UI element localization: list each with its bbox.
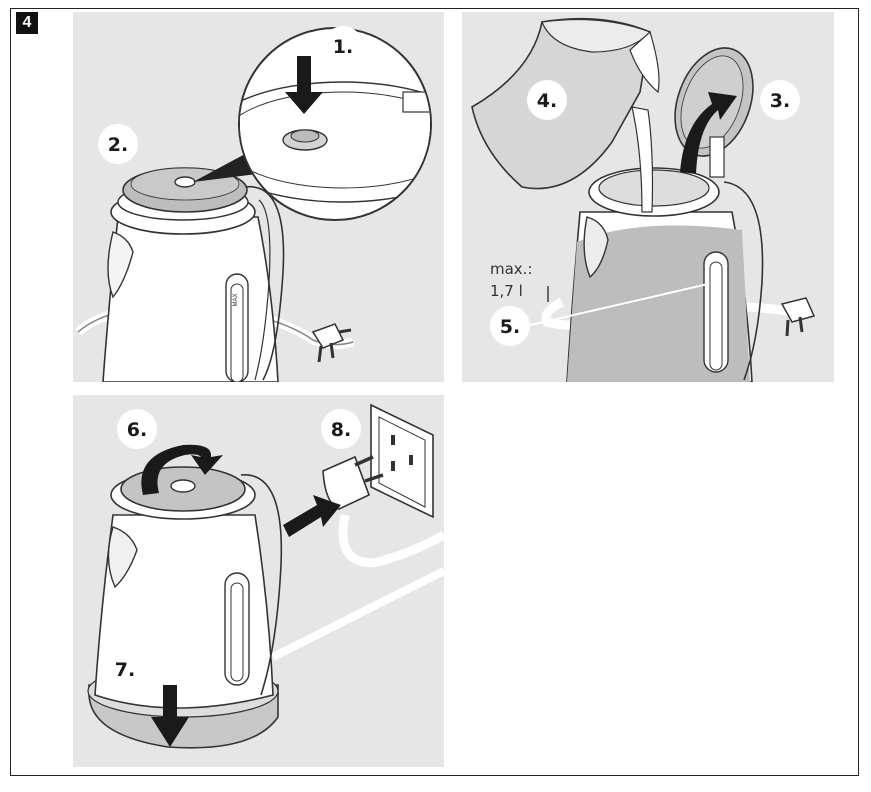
panel-close-and-plug-drawing: 6. 8. 7. <box>87 403 444 749</box>
panel-close-and-plug: 6. 8. 7. <box>73 395 444 767</box>
label-1-bg <box>323 26 363 66</box>
water-stream <box>631 106 654 213</box>
step-badge: 4 <box>16 12 38 34</box>
label-lid: 3. <box>770 90 790 112</box>
kettle-icon <box>566 167 764 382</box>
figure-frame <box>10 8 859 776</box>
label-6-bg <box>117 409 157 449</box>
plug-icon <box>311 323 352 363</box>
label-close: 6. <box>127 419 147 441</box>
label-3-bg <box>760 80 800 120</box>
label-5-bg <box>490 306 530 346</box>
panel-fill-water-drawing: 4. 3. 5. max.: 1,7 l <box>471 17 816 382</box>
max-pointer-line <box>525 283 709 327</box>
label-plug: 8. <box>331 419 351 441</box>
wall-socket-icon <box>370 403 434 519</box>
label-mark: 5. <box>500 316 520 338</box>
power-cord <box>338 514 444 568</box>
label-4-bg <box>527 80 567 120</box>
plug-in-arrow-icon <box>283 495 341 537</box>
label-open: 2. <box>108 134 128 156</box>
lid-open-arrow-icon <box>680 92 737 174</box>
label-8-bg <box>321 409 361 449</box>
kettle-icon: MAX <box>102 183 285 382</box>
panel-open-lid-drawing: MAX 1. 2. <box>75 26 432 382</box>
place-on-base-arrow-icon <box>151 685 189 747</box>
magnifier-inset <box>238 27 432 221</box>
lid-close-arrow-icon <box>141 444 223 495</box>
label-2-bg <box>98 124 138 164</box>
plug-icon <box>780 297 816 337</box>
max-text: max.: <box>490 260 533 278</box>
max-mark: MAX <box>233 293 239 306</box>
panel-open-lid: MAX 1. 2. <box>73 12 444 382</box>
label-fill: 4. <box>537 90 557 112</box>
panel-fill-water: 4. 3. 5. max.: 1,7 l <box>462 12 834 382</box>
lid-icon <box>120 466 246 512</box>
capacity-text: 1,7 l <box>490 282 523 300</box>
label-press: 1. <box>333 36 353 58</box>
base-cord <box>271 567 444 661</box>
label-base: 7. <box>115 659 135 681</box>
press-arrow-icon <box>285 56 323 114</box>
